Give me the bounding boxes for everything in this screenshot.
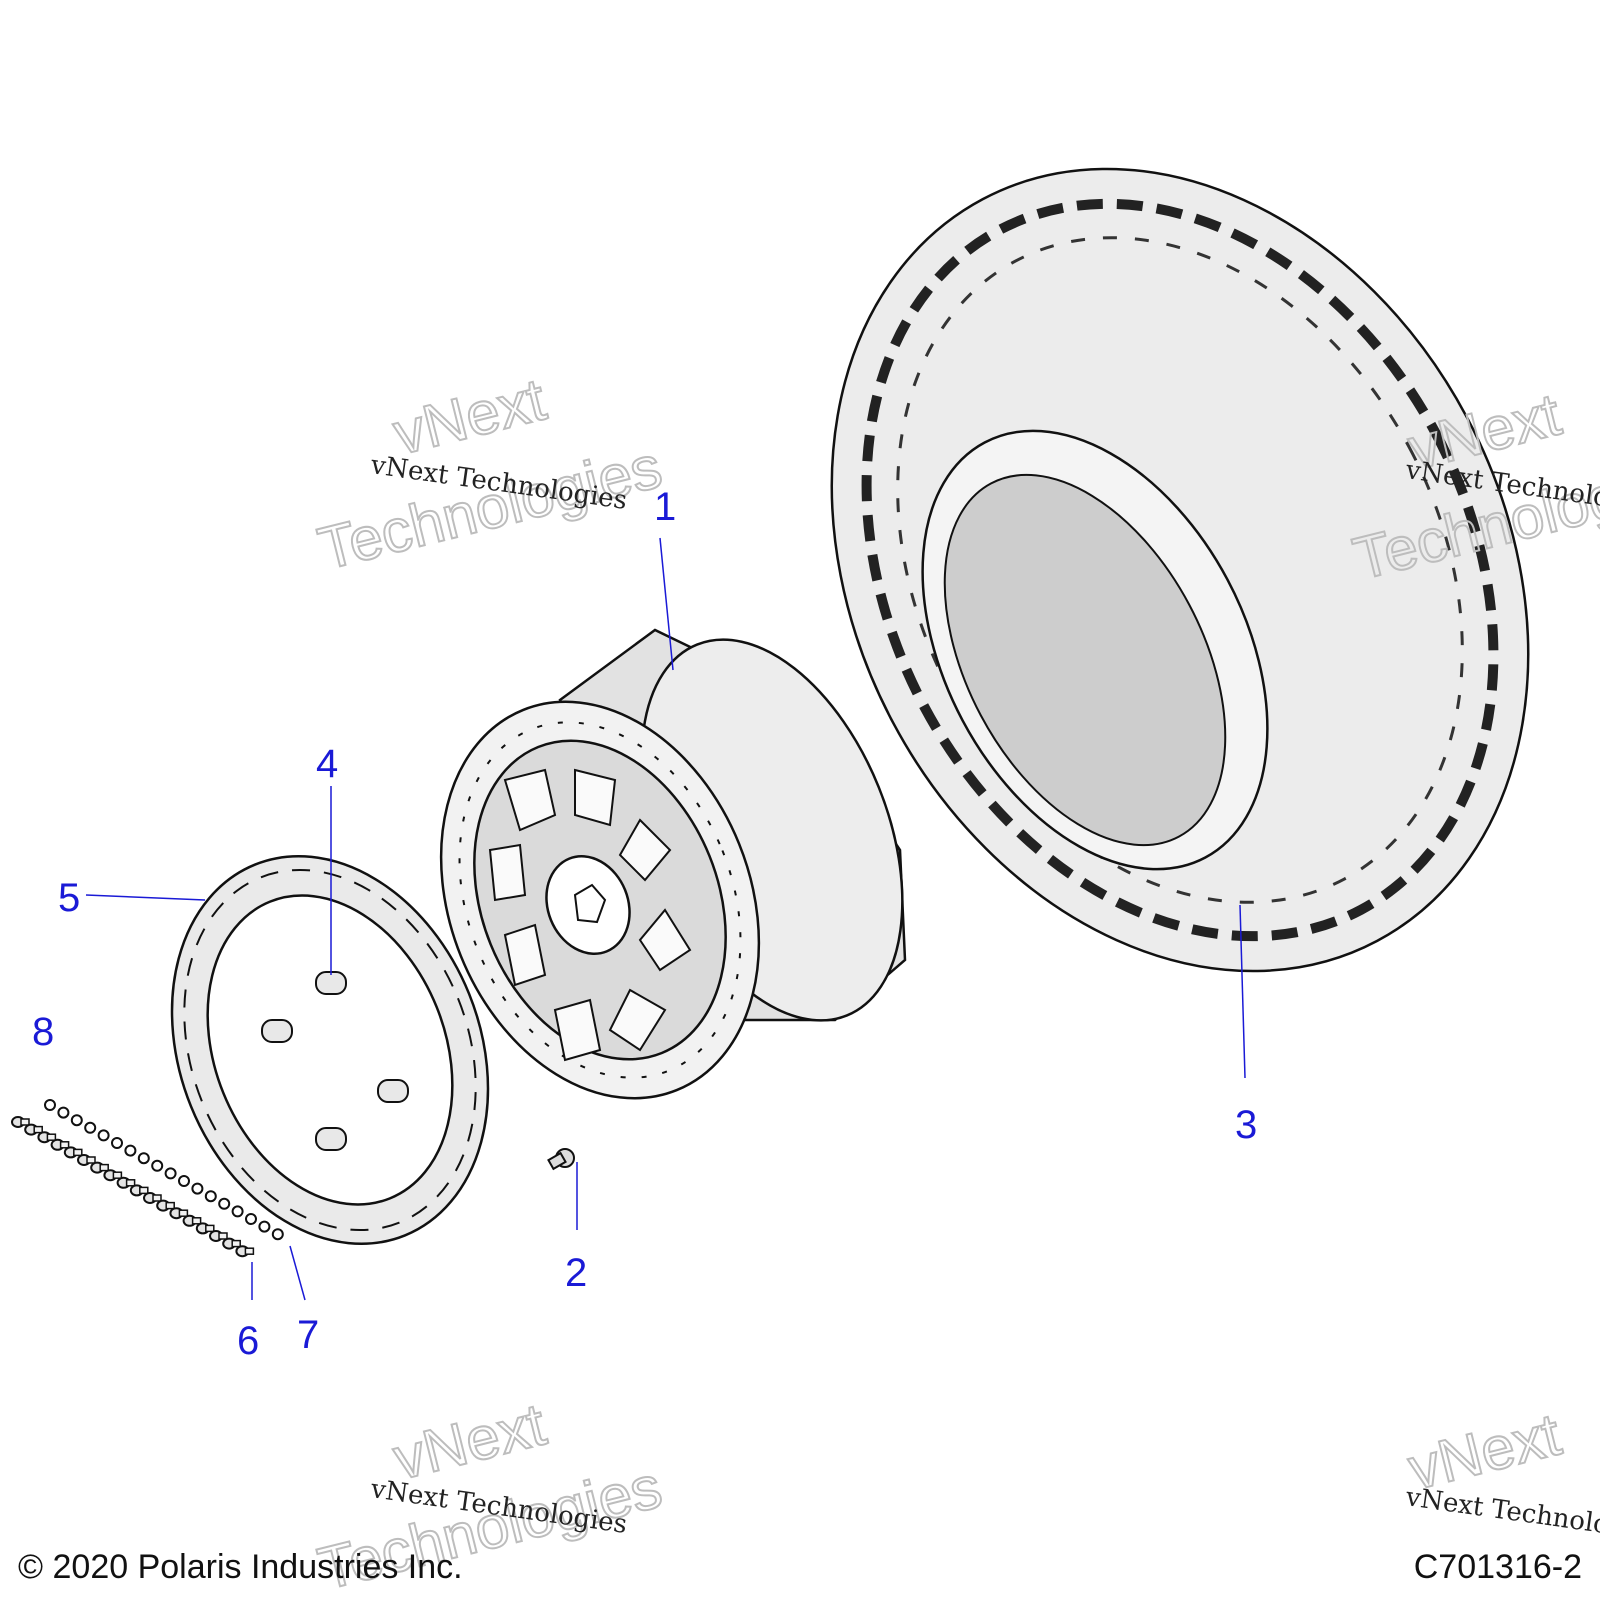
watermark-mono-text: vNext Technologies — [1403, 1482, 1600, 1548]
plug-set-illustration — [261, 971, 409, 1151]
callout-labels: 1 2 3 4 5 6 7 8 — [32, 485, 1257, 1363]
tire-illustration — [830, 167, 1530, 973]
leader-5 — [85, 894, 206, 901]
watermark-outline-line1: vNext — [387, 365, 552, 467]
washer — [57, 1106, 70, 1119]
callout-4: 4 — [316, 742, 338, 786]
callout-5: 5 — [58, 876, 80, 920]
callout-6: 6 — [237, 1319, 259, 1363]
bolt-shank — [191, 1217, 202, 1225]
washer — [218, 1197, 231, 1210]
bolt-shank — [218, 1232, 228, 1240]
bolt-shank — [59, 1141, 70, 1149]
washer — [258, 1220, 271, 1233]
bolt-shank — [20, 1118, 30, 1126]
washer — [97, 1129, 110, 1142]
valve-stem-illustration — [547, 1148, 575, 1171]
washer — [271, 1228, 284, 1241]
bolt-shank — [33, 1125, 43, 1134]
bolt-shank — [178, 1209, 189, 1217]
washer — [191, 1182, 204, 1195]
washer — [164, 1167, 177, 1180]
washer — [245, 1213, 257, 1225]
beadlock-ring-illustration — [170, 854, 490, 1246]
callout-8: 8 — [32, 1010, 54, 1054]
leader-lines — [85, 537, 1246, 1301]
bolt-shank — [99, 1163, 109, 1172]
bolt-shank — [165, 1201, 175, 1210]
bolt-shank — [244, 1247, 255, 1255]
washer — [124, 1144, 137, 1157]
callout-7: 7 — [297, 1313, 319, 1357]
washer — [44, 1099, 56, 1111]
bolt-shank — [205, 1224, 215, 1233]
watermark-top-left: vNext Technologies vNext Technologies — [311, 364, 669, 583]
figure-code: C701316-2 — [1414, 1548, 1582, 1586]
bolt-shank — [231, 1239, 241, 1248]
washer — [70, 1114, 83, 1127]
bolt-shank — [46, 1133, 57, 1141]
washer — [204, 1190, 217, 1203]
leader-7 — [289, 1245, 306, 1301]
bolt-and-washer-set-illustration — [11, 1099, 284, 1258]
bolt-shank — [73, 1148, 83, 1157]
washer — [178, 1175, 190, 1187]
watermark-outline-line1: vNext — [387, 1390, 552, 1492]
leader-3 — [1239, 904, 1246, 1079]
washer — [84, 1121, 97, 1134]
washer — [137, 1152, 150, 1165]
washer — [231, 1205, 244, 1218]
bolt-shank — [112, 1171, 123, 1179]
leader-1 — [659, 537, 674, 671]
watermark-bottom-right: vNext vNext Technologies — [1401, 1399, 1600, 1548]
callout-3: 3 — [1235, 1103, 1257, 1147]
callout-2: 2 — [565, 1251, 587, 1295]
copyright-notice: © 2020 Polaris Industries Inc. — [18, 1548, 463, 1586]
bolt-shank — [152, 1194, 162, 1202]
washer — [151, 1159, 164, 1172]
washer — [111, 1137, 123, 1149]
callout-1: 1 — [654, 485, 676, 529]
bolt-shank — [125, 1179, 136, 1187]
bolt-shank — [139, 1186, 149, 1195]
wheel-rim-illustration — [439, 628, 907, 1100]
bolt-shank — [86, 1156, 96, 1164]
